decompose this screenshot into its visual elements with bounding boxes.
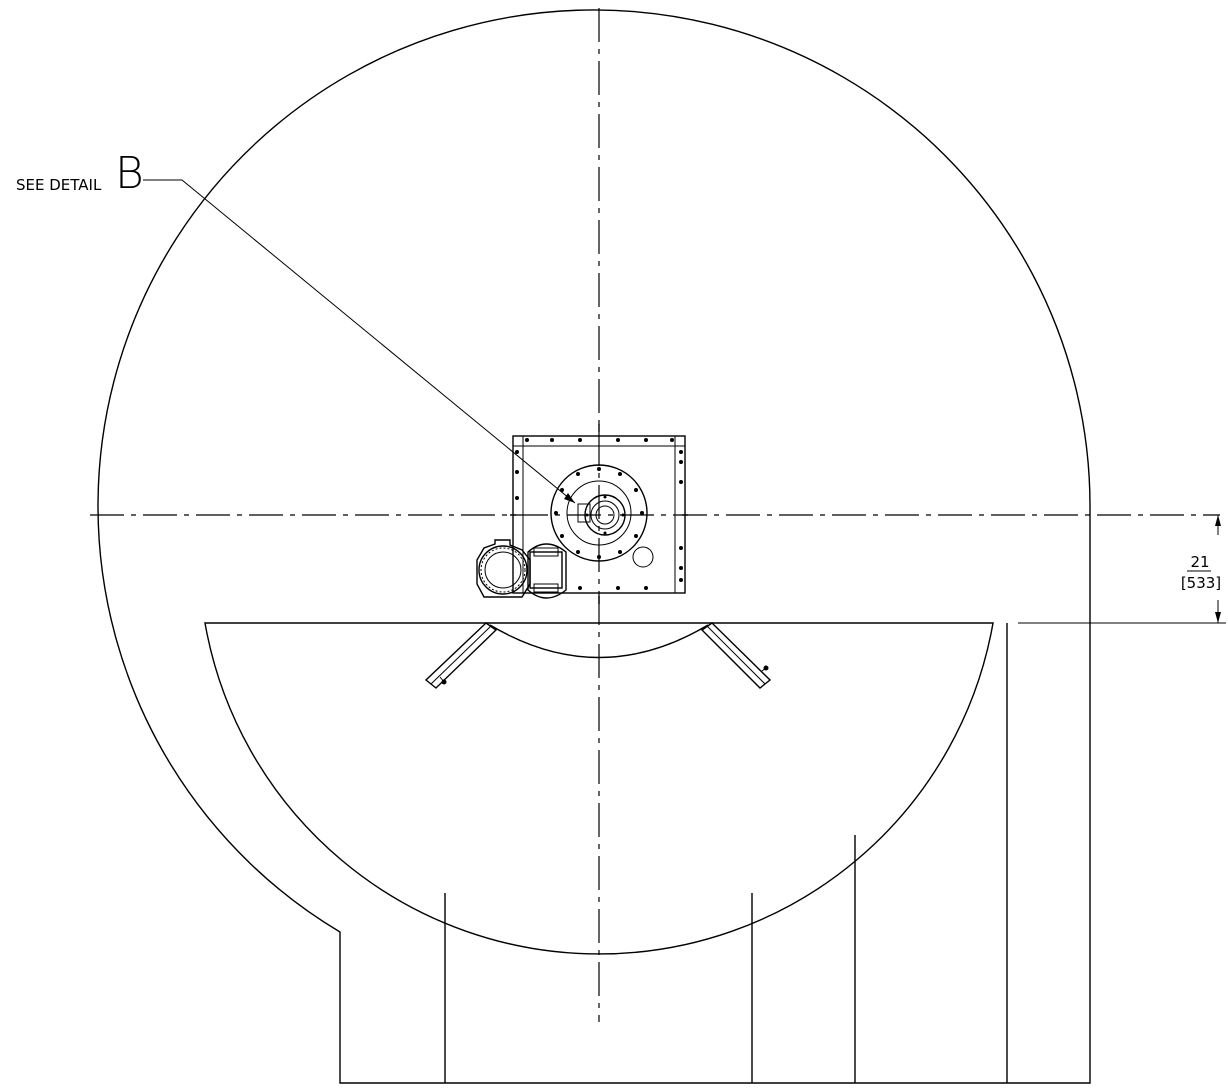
leader-arrowhead xyxy=(564,493,575,503)
callout-leader xyxy=(143,179,576,504)
plate-bolts xyxy=(515,438,683,590)
bearing-flange xyxy=(550,464,654,568)
dimension-21 xyxy=(1018,515,1226,624)
housing-scroll-outline xyxy=(97,9,1091,1084)
motor xyxy=(476,539,567,599)
callout-text: SEE DETAIL xyxy=(16,176,102,194)
callout-letter: B xyxy=(115,148,144,199)
right-strut xyxy=(700,622,772,689)
small-port xyxy=(632,546,654,568)
inlet-bowl xyxy=(204,622,994,955)
dimension-metric: [533] xyxy=(1181,574,1221,592)
left-strut xyxy=(424,622,498,689)
bearing-plate xyxy=(510,424,688,604)
dimension-value: 21 xyxy=(1190,553,1209,571)
flange-bolts xyxy=(554,467,644,559)
